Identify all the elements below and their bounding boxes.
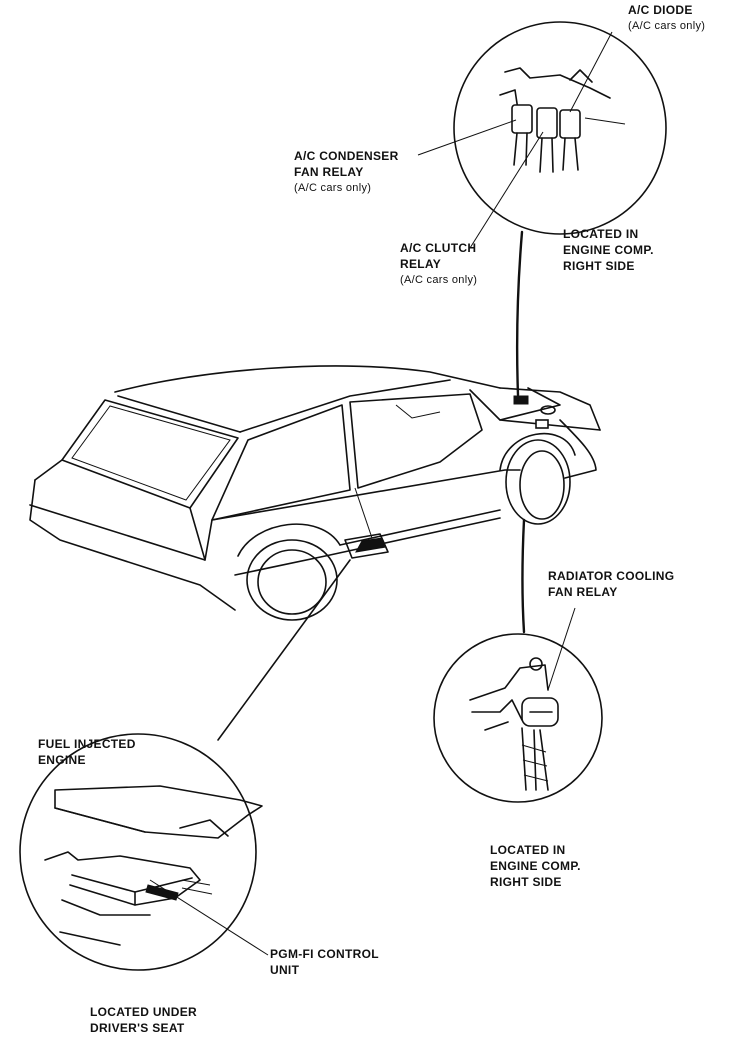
label-located-top: LOCATED IN ENGINE COMP. RIGHT SIDE bbox=[563, 227, 654, 273]
right-circle-connector bbox=[521, 518, 526, 634]
top-relay-location-marker bbox=[513, 395, 529, 405]
car-illustration bbox=[29, 365, 601, 621]
top-detail-circle bbox=[417, 21, 667, 249]
ac-condenser-fan-relay-part bbox=[511, 104, 533, 166]
seat-circle-connector bbox=[217, 559, 351, 741]
top-circle-connector bbox=[516, 230, 524, 397]
label-ac-clutch-relay: A/C CLUTCH RELAY (A/C cars only) bbox=[400, 241, 478, 286]
ac-diode-part bbox=[559, 109, 581, 171]
label-located-right: LOCATED IN ENGINE COMP. RIGHT SIDE bbox=[490, 843, 581, 889]
label-pgm-fi-control-unit: PGM-FI CONTROL UNIT bbox=[270, 947, 379, 977]
right-detail-circle bbox=[433, 607, 603, 803]
label-ac-condenser-fan-relay: A/C CONDENSER FAN RELAY (A/C cars only) bbox=[294, 149, 399, 194]
bottom-detail-circle bbox=[19, 733, 269, 971]
pgm-fi-control-unit-part bbox=[145, 884, 179, 901]
ac-clutch-relay-part bbox=[536, 107, 558, 173]
seat-location-marker bbox=[355, 537, 387, 553]
radiator-cooling-fan-relay-part bbox=[521, 697, 559, 727]
label-located-under-seat: LOCATED UNDER DRIVER'S SEAT bbox=[90, 1005, 198, 1035]
label-fuel-injected-engine: FUEL INJECTED ENGINE bbox=[38, 737, 136, 767]
label-ac-diode: A/C DIODE (A/C cars only) bbox=[628, 3, 706, 32]
label-radiator-cooling-fan-relay: RADIATOR COOLING FAN RELAY bbox=[548, 569, 675, 599]
